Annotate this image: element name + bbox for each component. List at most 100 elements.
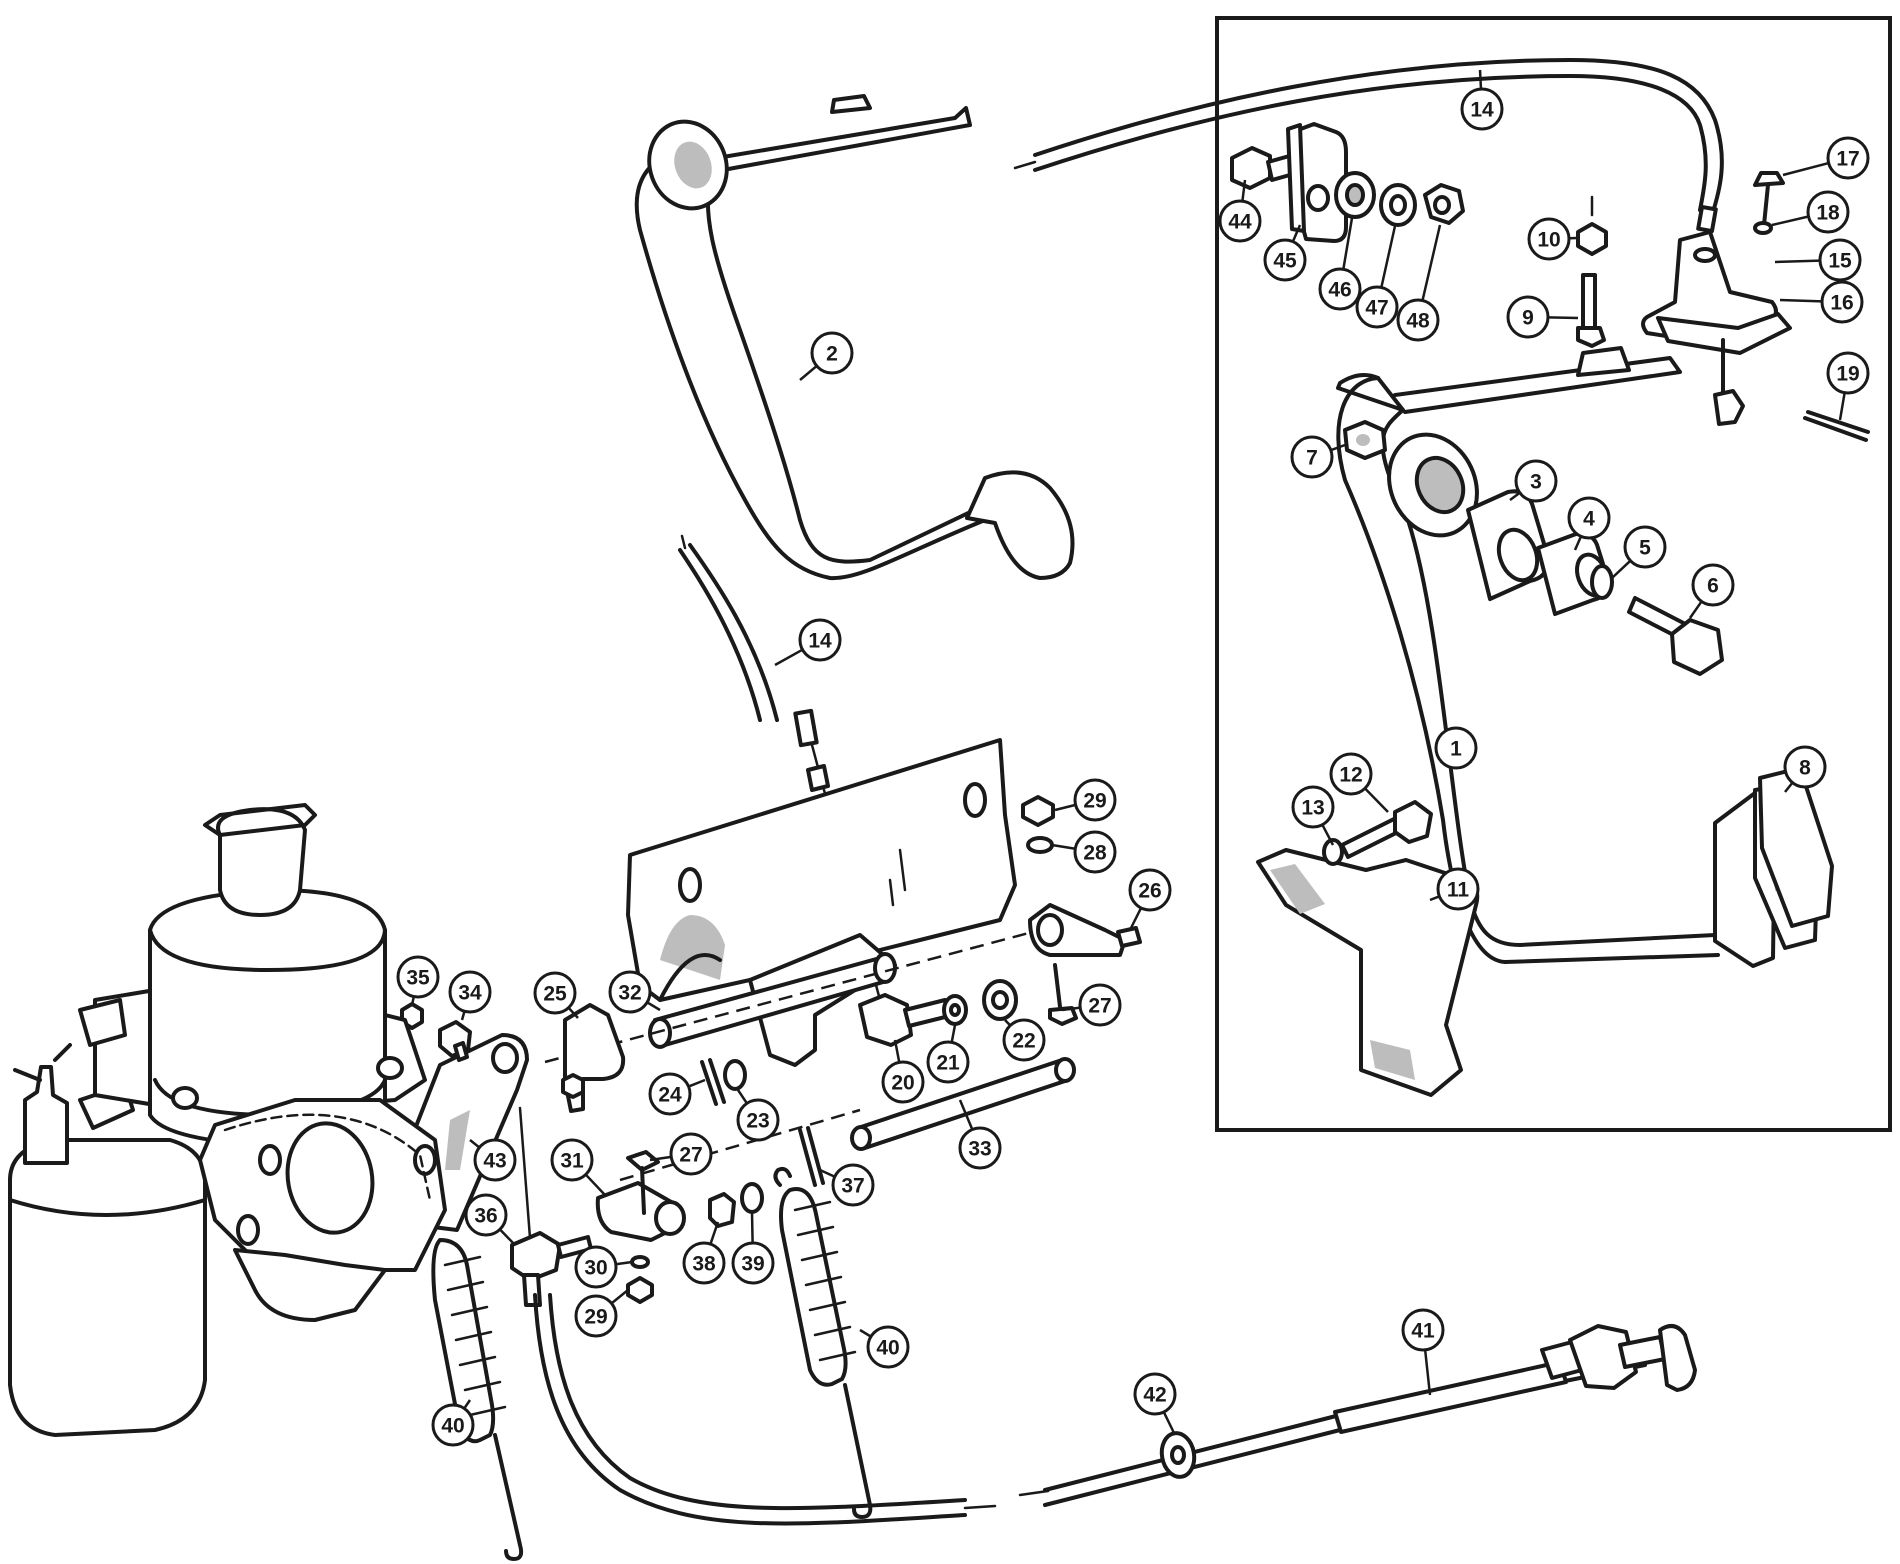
callout-label: 44 [1228, 211, 1252, 234]
callout-circle [608, 970, 652, 1014]
callout-24: 24 [648, 1072, 706, 1116]
callout-circle [736, 1098, 780, 1142]
callout-label: 24 [658, 1084, 682, 1107]
cable-trunnion [858, 993, 951, 1047]
callout-label: 40 [441, 1415, 464, 1438]
callout-circle [574, 1294, 618, 1338]
callout-circle [1460, 87, 1504, 131]
stop-nut [1576, 195, 1608, 256]
callout-circle [798, 618, 842, 662]
callout-47: 47 [1355, 225, 1399, 329]
callout-leader [1423, 1349, 1432, 1396]
callout-40: 40 [859, 1325, 910, 1369]
callout-leader [610, 1289, 629, 1305]
clamp-bolt-upper [1048, 963, 1078, 1026]
callout-label: 1 [1450, 738, 1462, 761]
callout-6: 6 [1688, 563, 1735, 619]
callout-label: 40 [876, 1337, 899, 1360]
callout-label: 27 [1088, 995, 1111, 1018]
callout-label: 28 [1083, 842, 1107, 865]
callout-label: 22 [1012, 1030, 1035, 1053]
pedal-nut [1343, 420, 1387, 460]
callout-14: 14 [774, 618, 842, 667]
choke-cable [1018, 1324, 1697, 1507]
callout-45: 45 [1263, 224, 1307, 282]
callout-label: 10 [1537, 229, 1560, 252]
callout-circle [682, 1241, 726, 1285]
callout-label: 36 [474, 1205, 497, 1228]
callout-circle [1263, 238, 1307, 282]
callout-circle [1567, 496, 1611, 540]
callout-leader [950, 1024, 957, 1043]
callout-leader [1611, 559, 1632, 579]
callout-circle [731, 1241, 775, 1285]
throttle-lever [561, 1003, 626, 1113]
choke-cable-outer-lower [533, 1293, 997, 1526]
callout-circle [926, 1040, 970, 1084]
callout-leader [615, 1260, 633, 1266]
callout-label: 38 [692, 1253, 716, 1276]
callout-circle [1434, 726, 1478, 770]
callout-circle [1355, 285, 1399, 329]
callout-label: 42 [1143, 1384, 1166, 1407]
callout-leader [1054, 803, 1076, 812]
callout-leader [1128, 907, 1143, 931]
callout-label: 35 [406, 967, 430, 990]
callout-31: 31 [550, 1138, 606, 1196]
callout-4: 4 [1567, 496, 1611, 551]
rod-lever [595, 1181, 686, 1242]
callout-39: 39 [731, 1211, 775, 1285]
callout-leader [469, 1139, 481, 1149]
callout-19: 19 [1826, 351, 1870, 421]
callout-42: 42 [1133, 1372, 1177, 1436]
callout-leader [1774, 259, 1821, 264]
callout-48: 48 [1396, 224, 1442, 342]
callout-label: 2 [826, 343, 838, 366]
callout-circle [669, 1132, 713, 1176]
callout-circle [1806, 190, 1850, 234]
callout-leader [646, 1001, 661, 1012]
callout-circle [1002, 1018, 1046, 1062]
callout-44: 44 [1218, 179, 1262, 243]
callout-41: 41 [1401, 1308, 1445, 1396]
spring-washer [1590, 564, 1614, 600]
callout-leader [1162, 1411, 1177, 1436]
callout-11: 11 [1429, 867, 1480, 911]
callout-label: 12 [1339, 764, 1362, 787]
callout-29: 29 [1054, 778, 1117, 822]
callout-leader [1051, 843, 1076, 851]
callout-label: 17 [1836, 148, 1859, 171]
pivot-bolt [1627, 596, 1724, 676]
callout-label: 3 [1530, 471, 1542, 494]
callout-circle [1514, 459, 1558, 503]
callout-label: 39 [741, 1253, 764, 1276]
callout-label: 16 [1830, 292, 1853, 315]
callout-label: 14 [808, 630, 832, 653]
spring-washer-large [1379, 183, 1417, 227]
callout-circle [1078, 983, 1122, 1027]
callout-label: 37 [841, 1175, 864, 1198]
bracket-washer [1322, 838, 1344, 866]
callout-46: 46 [1318, 217, 1362, 311]
callout-label: 11 [1447, 879, 1470, 902]
shaft-washer [723, 1059, 747, 1091]
callout-leader [774, 648, 804, 667]
callout-leader [1330, 443, 1346, 452]
callout-29: 29 [574, 1289, 629, 1338]
callout-13: 13 [1291, 785, 1335, 846]
callout-40: 40 [431, 1399, 475, 1447]
callout-leader [1838, 392, 1846, 421]
callout-21: 21 [926, 1024, 970, 1084]
callout-15: 15 [1774, 238, 1862, 282]
clamp-washer-upper [1026, 836, 1054, 854]
callout-leader [1291, 224, 1302, 243]
callout-22: 22 [1002, 1018, 1046, 1062]
callout-label: 13 [1301, 797, 1324, 820]
callout-leader [859, 1328, 872, 1338]
callout-circle [1826, 136, 1870, 180]
callout-leader [567, 1006, 579, 1019]
callout-label: 29 [1083, 790, 1106, 813]
callout-circle [1291, 785, 1335, 829]
choke-cable-grommet [1159, 1431, 1197, 1479]
callout-37: 37 [819, 1163, 875, 1207]
